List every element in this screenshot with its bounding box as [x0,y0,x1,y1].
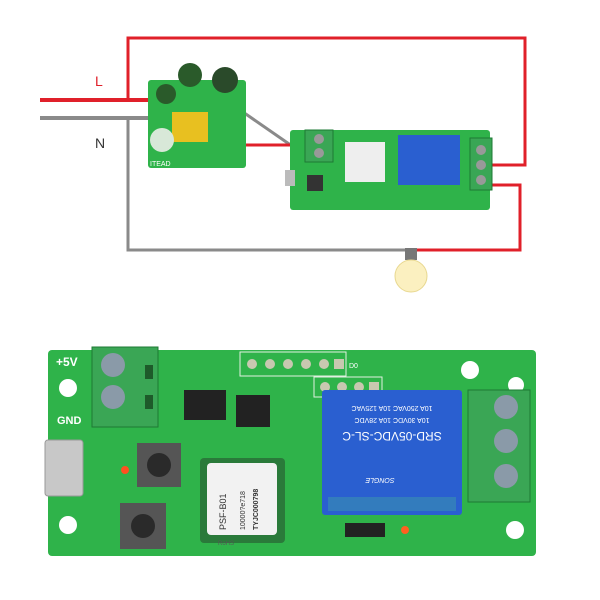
neutral-label: N [95,135,105,151]
itead-logo [150,128,174,152]
regulator-chip [184,390,226,420]
svg-text:SONGLE: SONGLE [365,476,395,483]
ic-chip [236,395,270,427]
wifi-module: PSF-B01 10000?e718 TYJC000798 RoHS [200,458,285,547]
svg-text:D0: D0 [349,363,358,370]
svg-text:10000?e718: 10000?e718 [240,491,247,530]
light-bulb-icon [394,248,428,293]
svg-text:ITEAD: ITEAD [150,161,171,168]
load-wire [412,183,522,252]
svg-text:10A 250VAC 10A 125VAC: 10A 250VAC 10A 125VAC [351,404,432,411]
live-label: L [95,73,103,89]
relay-led [401,526,409,534]
status-led [121,466,129,474]
output-terminal-block [467,389,531,503]
power-module: ITEAD [148,63,246,168]
svg-text:PSF-B01: PSF-B01 [218,493,228,530]
button-2 [120,503,166,549]
relay-board-photo: +5V GND D0 [44,346,536,556]
input-terminal-block [91,346,159,428]
gnd-label: GND [57,415,82,427]
live-wire-loop [126,36,527,167]
diode [345,523,385,537]
svg-text:TYJC000798: TYJC000798 [253,489,260,530]
svg-text:RoHS: RoHS [218,541,234,547]
vcc-label: +5V [56,355,78,369]
relay-model: SRD-05VDC-SL-C [342,429,442,443]
transformer [172,112,208,142]
neutral-wire-loop [126,118,405,252]
relay: SRD-05VDC-SL-C 10A 30VDC 10A 28VDC 10A 2… [322,390,462,515]
micro-usb-port [44,439,84,497]
wiring-diagram: L N ITEAD [40,36,527,293]
button-1 [137,443,181,487]
pin-header: D0 [239,351,383,398]
relay-board-small [285,129,493,210]
svg-text:10A 30VDC 10A 28VDC: 10A 30VDC 10A 28VDC [354,416,429,423]
